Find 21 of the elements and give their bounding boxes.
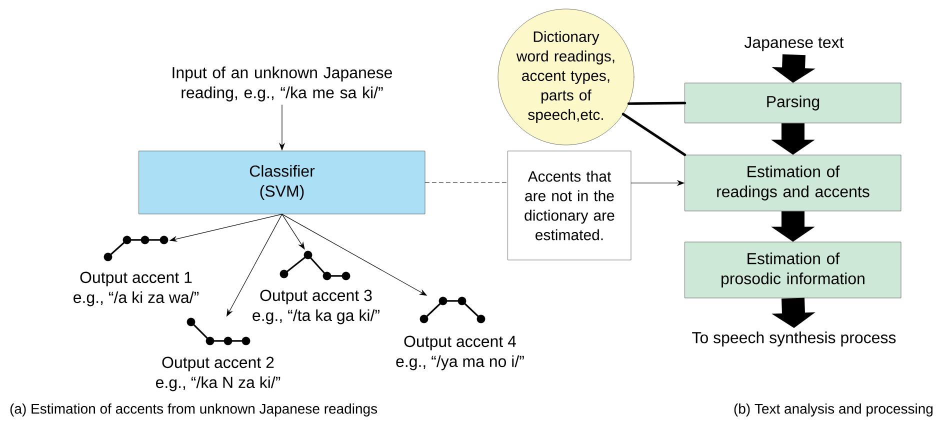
process-box: Parsing bbox=[684, 82, 902, 124]
note-box: Accents that are not in the dictionary are estimated. bbox=[508, 150, 632, 260]
accent-pattern-drawing bbox=[186, 318, 250, 346]
accent-pattern-drawing bbox=[104, 236, 168, 262]
panel-caption: (a) Estimation of accents from unknown Japanese readings bbox=[10, 403, 378, 416]
accent-pattern-drawing bbox=[280, 250, 350, 280]
output-label: Output accent 4 e.g., “/ya ma no i/” bbox=[396, 336, 524, 370]
panel-caption: (b) Text analysis and processing bbox=[734, 403, 933, 416]
output-label: Output accent 1 e.g., “/a ki za wa/” bbox=[74, 272, 199, 306]
connector-line bbox=[622, 112, 686, 156]
output-text: To speech synthesis process bbox=[692, 332, 896, 346]
input-text: Input of an unknown Japanese reading, e.g., “/ka me sa ki/” bbox=[172, 66, 392, 102]
connector-line bbox=[424, 182, 508, 183]
process-box: Estimation of readings and accents bbox=[684, 154, 902, 212]
output-label: Output accent 3 e.g., “/ta ka ga ki/” bbox=[252, 290, 380, 324]
process-box: Classifier (SVM) bbox=[138, 150, 426, 214]
process-box: Estimation of prosodic information bbox=[684, 242, 902, 298]
accent-pattern-drawing bbox=[420, 296, 486, 324]
input-text: Japanese text bbox=[744, 36, 844, 52]
output-label: Output accent 2 e.g., “/ka N za ki/” bbox=[156, 356, 280, 392]
connector-line bbox=[627, 102, 686, 105]
